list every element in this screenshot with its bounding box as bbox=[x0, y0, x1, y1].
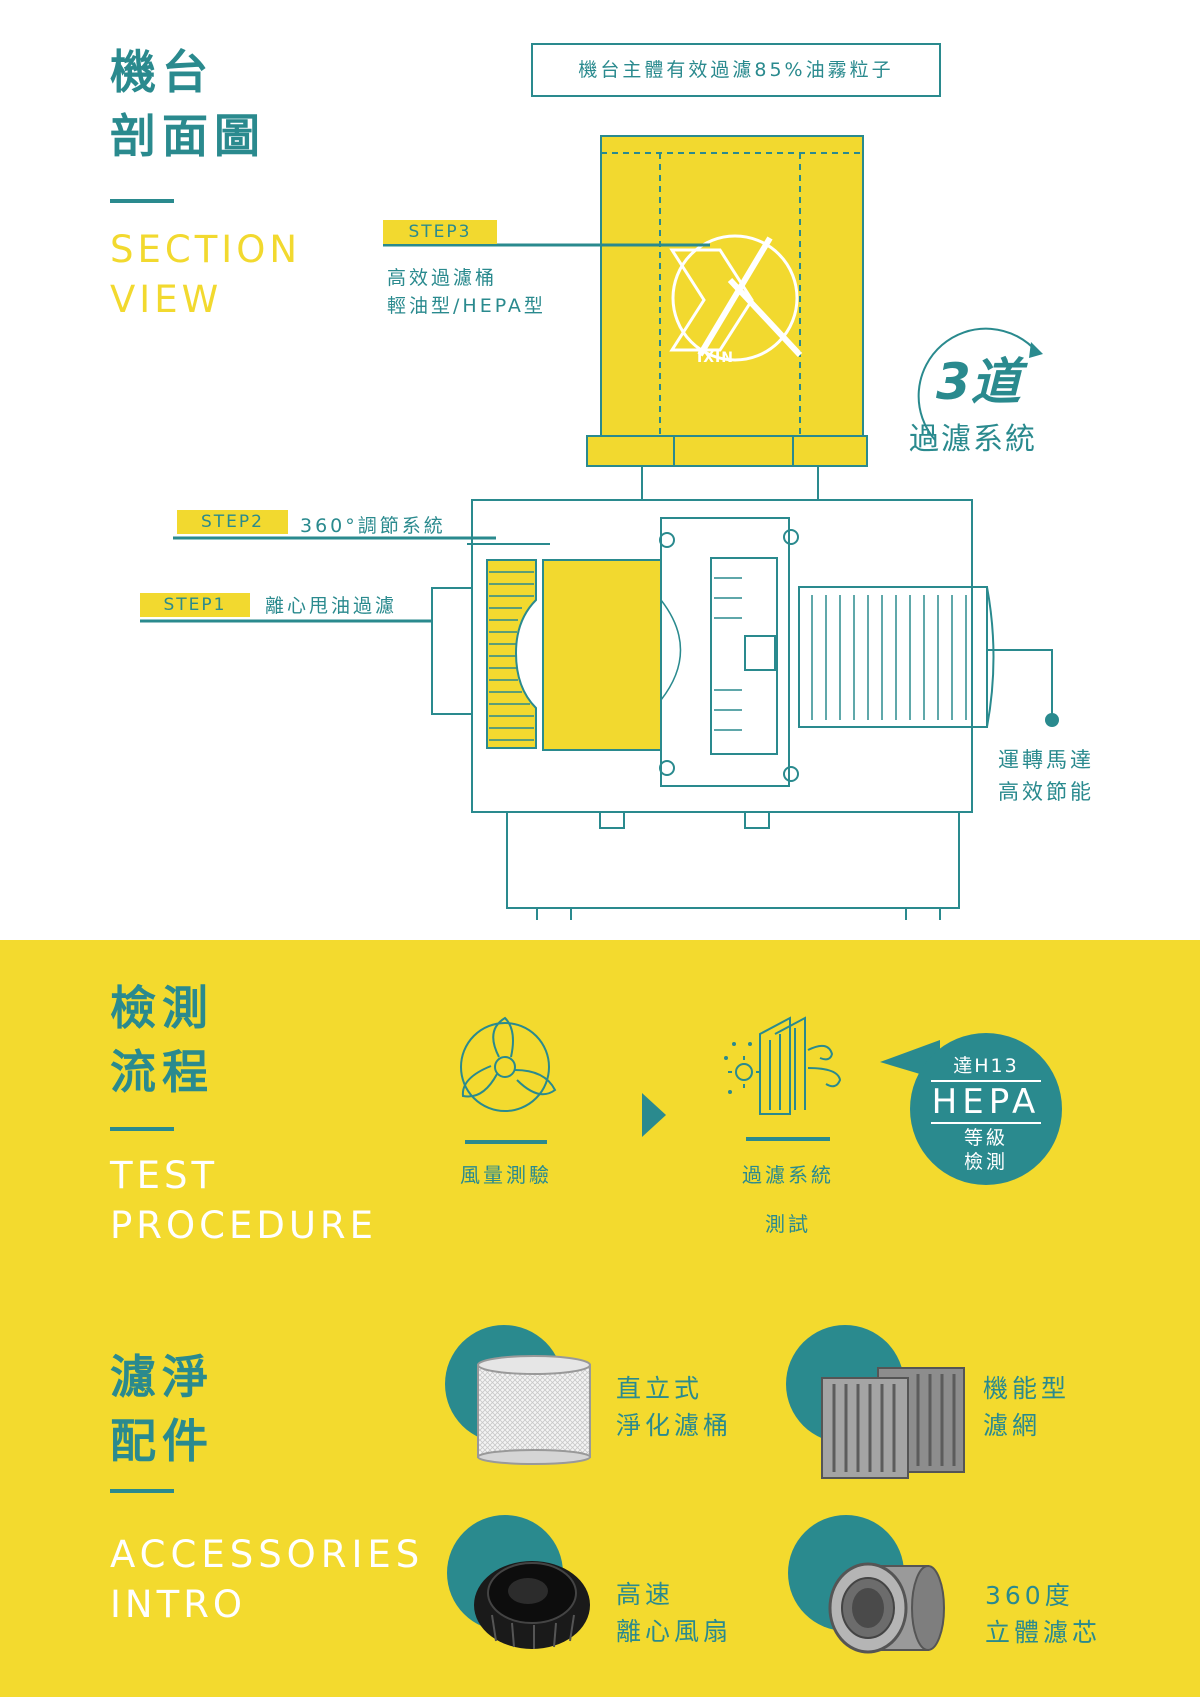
accessory-2-line-1: 機能型 bbox=[983, 1374, 1071, 1403]
accessory-4-label: 360度 立體濾芯 bbox=[985, 1577, 1101, 1651]
brand-logo-text: IXIN bbox=[697, 350, 734, 366]
test-divider bbox=[110, 1127, 174, 1131]
step3-tag: STEP3 bbox=[383, 220, 497, 244]
accessory-1-line-1: 直立式 bbox=[616, 1374, 704, 1403]
motor-line-2: 高效節能 bbox=[998, 780, 1094, 804]
step3-line-2: 輕油型/HEPA型 bbox=[387, 295, 546, 317]
accessory-4-line-1: 360度 bbox=[985, 1581, 1074, 1610]
three-stage-number: 3道 bbox=[936, 353, 1021, 411]
step3-description: 高效過濾桶 輕油型/HEPA型 bbox=[387, 264, 546, 320]
hepa-grade: 達H13 bbox=[953, 1055, 1019, 1077]
section-title-en-1: SECTION bbox=[110, 228, 302, 271]
filter-test-line-1: 過濾系統 bbox=[742, 1163, 834, 1187]
hepa-title: HEPA bbox=[931, 1080, 1041, 1124]
accessories-heading: 濾淨 配件 bbox=[110, 1345, 214, 1473]
accessory-1-line-2: 淨化濾桶 bbox=[616, 1411, 733, 1440]
filter-barrel-image bbox=[477, 1355, 591, 1465]
three-stage-label: 過濾系統 bbox=[909, 422, 1037, 457]
step1-description: 離心甩油過濾 bbox=[265, 595, 398, 617]
accessories-heading-en: ACCESSORIES INTRO bbox=[110, 1530, 424, 1630]
accessory-3-line-1: 高速 bbox=[616, 1580, 675, 1609]
three-stage-badge-ring bbox=[917, 327, 1043, 441]
accessory-1-label: 直立式 淨化濾桶 bbox=[616, 1370, 732, 1444]
accessory-2-label: 機能型 濾網 bbox=[983, 1370, 1070, 1444]
hepa-line-2: 檢測 bbox=[963, 1151, 1008, 1173]
step2-tag: STEP2 bbox=[177, 510, 288, 534]
step-b-rule bbox=[746, 1137, 830, 1141]
section-view-heading-en: SECTION VIEW bbox=[110, 225, 301, 325]
accessories-title-en-2: INTRO bbox=[110, 1583, 247, 1626]
accessory-3-line-2: 離心風扇 bbox=[616, 1617, 733, 1646]
accessory-4-line-2: 立體濾芯 bbox=[985, 1618, 1102, 1647]
section-view-heading: 機台 剖面圖 bbox=[110, 40, 266, 168]
accessory-3-label: 高速 離心風扇 bbox=[616, 1576, 732, 1650]
accessories-title-en-1: ACCESSORIES bbox=[110, 1533, 425, 1576]
hepa-badge: 達H13 HEPA 等級 檢測 bbox=[910, 1033, 1062, 1185]
section-title-en-2: VIEW bbox=[110, 278, 223, 321]
step1-tag: STEP1 bbox=[140, 593, 250, 617]
hepa-line-1: 等級 bbox=[963, 1127, 1008, 1149]
centrifugal-fan-image bbox=[474, 1561, 590, 1649]
section-title-cn-2: 剖面圖 bbox=[110, 109, 266, 163]
machine-section-diagram bbox=[140, 135, 1059, 920]
step3-line-1: 高效過濾桶 bbox=[387, 267, 498, 289]
accessories-title-cn-1: 濾淨 bbox=[110, 1350, 214, 1404]
play-arrow-icon bbox=[642, 1093, 666, 1137]
test-title-en-2: PROCEDURE bbox=[110, 1204, 378, 1247]
step-a-rule bbox=[465, 1140, 547, 1144]
test-heading: 檢測 流程 bbox=[110, 976, 214, 1104]
filter-screen-image bbox=[821, 1367, 965, 1479]
step2-description: 360°調節系統 bbox=[300, 515, 446, 537]
filter-system-icon bbox=[724, 1016, 842, 1115]
motor-description: 運轉馬達 高效節能 bbox=[998, 744, 1094, 808]
filter-test-line-2: 測試 bbox=[765, 1212, 811, 1236]
section-title-cn-1: 機台 bbox=[110, 45, 214, 99]
efficiency-banner: 機台主體有效過濾85%油霧粒子 bbox=[531, 43, 941, 97]
fan-icon bbox=[460, 1016, 557, 1112]
test-title-cn-2: 流程 bbox=[110, 1045, 214, 1099]
accessories-divider bbox=[110, 1489, 174, 1493]
motor-line-1: 運轉馬達 bbox=[998, 748, 1094, 772]
airflow-test-label: 風量測驗 bbox=[460, 1163, 552, 1187]
test-title-cn-1: 檢測 bbox=[110, 981, 214, 1035]
section-divider bbox=[110, 199, 174, 203]
filter-core-image bbox=[828, 1562, 945, 1654]
accessory-2-line-2: 濾網 bbox=[983, 1411, 1042, 1440]
test-heading-en: TEST PROCEDURE bbox=[110, 1151, 377, 1251]
accessories-title-cn-2: 配件 bbox=[110, 1414, 214, 1468]
test-title-en-1: TEST bbox=[110, 1154, 219, 1197]
